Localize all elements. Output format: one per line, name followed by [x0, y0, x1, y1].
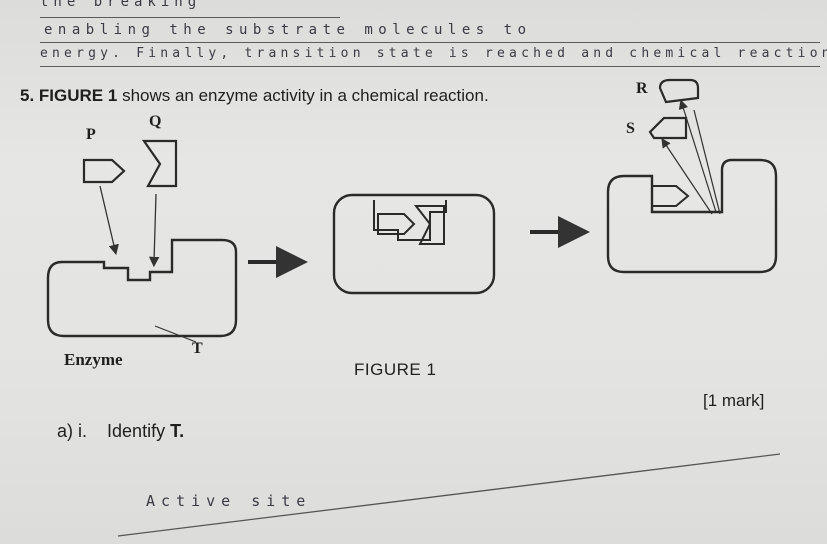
label-enzyme: Enzyme	[64, 350, 123, 369]
label-s: S	[626, 120, 635, 137]
label-t: T	[192, 340, 203, 357]
label-p: P	[86, 126, 96, 143]
product-r-shape	[658, 78, 700, 104]
label-q: Q	[149, 113, 162, 130]
complex-enzyme-shape	[332, 193, 496, 295]
complex-q-shape	[413, 205, 445, 245]
ruled-line	[40, 17, 340, 18]
p-to-site-arrow	[99, 185, 119, 256]
figure-caption: FIGURE 1	[354, 360, 437, 379]
substrate-p-shape	[82, 158, 126, 184]
release-line-3	[693, 109, 721, 215]
handwriting-line-1: the breaking	[40, 0, 202, 10]
enzyme-shape	[46, 238, 238, 338]
t-pointer	[154, 325, 197, 343]
marks-allocation: [1 mark]	[703, 391, 765, 410]
handwriting-line-2: enabling the substrate molecules to	[44, 22, 532, 38]
question-title: 5. FIGURE 1 shows an enzyme activity in …	[20, 86, 489, 106]
product-s-shape	[648, 116, 688, 140]
label-r: R	[636, 80, 648, 97]
handwriting-line-3: energy. Finally, transition state is rea…	[40, 46, 827, 61]
release-line-s	[661, 138, 713, 215]
complex-p-shape	[377, 213, 416, 235]
question-number: 5.	[20, 86, 35, 105]
sub-question: a) i. Identify T.	[57, 421, 184, 442]
free-enzyme-shape	[606, 158, 778, 274]
sub-question-number: a) i.	[57, 421, 88, 441]
handwritten-answer: Active site	[146, 492, 312, 510]
substrate-q-shape	[141, 139, 178, 188]
sub-question-text: Identify	[107, 421, 166, 441]
free-enzyme-site-fill	[651, 185, 690, 207]
release-line-r	[678, 99, 717, 213]
q-to-site-arrow	[148, 193, 160, 268]
ruled-line	[40, 66, 820, 67]
ruled-line	[40, 42, 820, 43]
figure-reference: FIGURE 1	[38, 86, 118, 105]
sub-question-target: T.	[170, 421, 185, 441]
question-text: shows an enzyme activity in a chemical r…	[122, 86, 489, 105]
